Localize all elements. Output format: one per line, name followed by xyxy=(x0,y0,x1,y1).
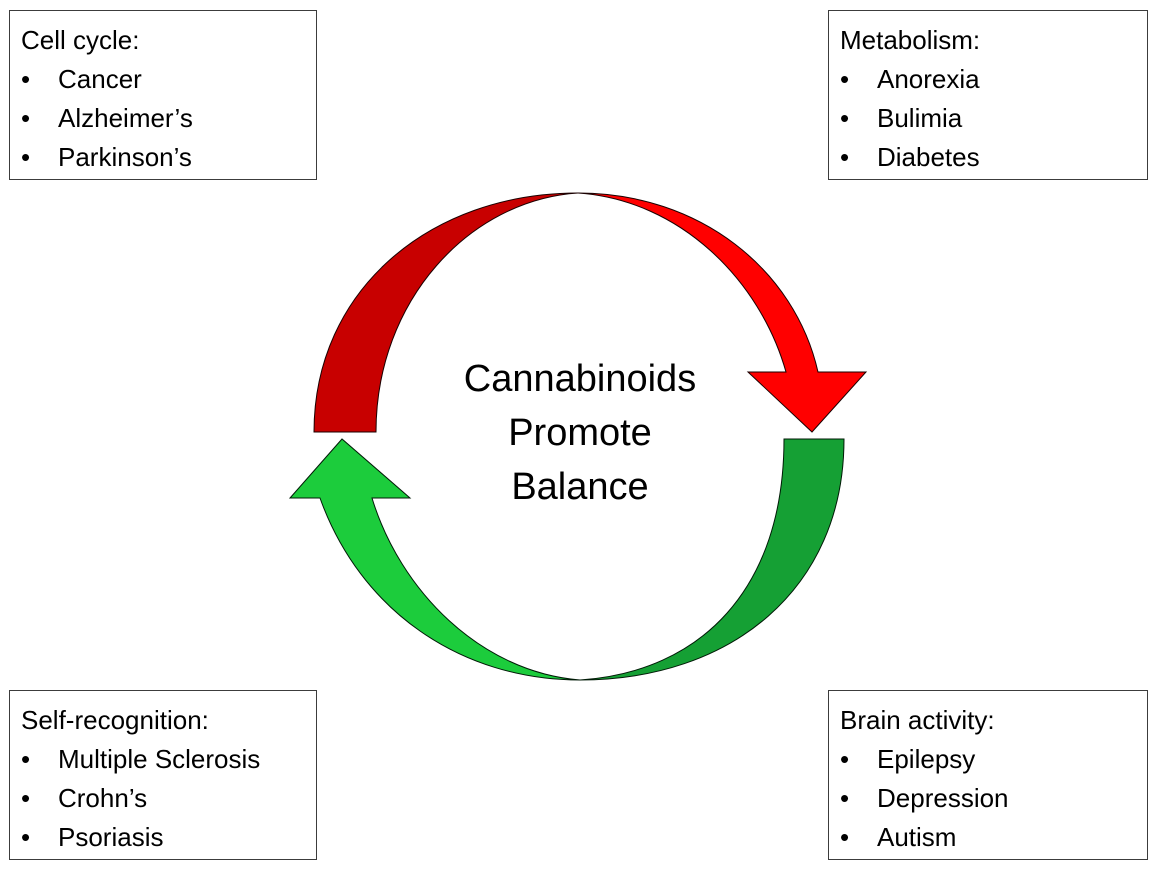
center-line-2: Promote xyxy=(508,412,652,454)
bullet-icon: • xyxy=(840,822,850,852)
bullet-icon: • xyxy=(840,783,850,813)
condition-list: • Multiple Sclerosis • Crohn’s • Psoriasis xyxy=(21,740,306,857)
list-item-text: Crohn’s xyxy=(58,783,148,813)
list-item: • Epilepsy xyxy=(840,740,1137,779)
list-item: • Anorexia xyxy=(840,60,1137,99)
list-item-text: Epilepsy xyxy=(877,744,976,774)
bullet-icon: • xyxy=(840,103,850,133)
list-item-text: Parkinson’s xyxy=(58,142,192,172)
lower-arrow-right-half xyxy=(579,438,845,681)
condition-list: • Epilepsy • Depression • Autism xyxy=(840,740,1137,857)
list-item-text: Anorexia xyxy=(877,64,980,94)
cell-cycle-box: Cell cycle: • Cancer • Alzheimer’s • Parkin… xyxy=(9,10,317,180)
center-line-1: Cannabinoids xyxy=(463,358,697,400)
bullet-icon: • xyxy=(21,822,31,852)
brain-activity-box: Brain activity: • Epilepsy • Depression • A… xyxy=(828,690,1148,860)
box-title: Metabolism: xyxy=(840,25,981,55)
box-title: Brain activity: xyxy=(840,705,995,735)
upper-arrow-right-half xyxy=(577,192,868,433)
center-label: Cannabinoids Promote Balance xyxy=(430,352,730,514)
lower-arrow-left-half xyxy=(288,438,581,681)
list-item: • Crohn’s xyxy=(21,779,306,818)
list-item-text: Diabetes xyxy=(877,142,980,172)
list-item: • Multiple Sclerosis xyxy=(21,740,306,779)
list-item-text: Cancer xyxy=(58,64,142,94)
bullet-icon: • xyxy=(840,142,850,172)
list-item: • Parkinson’s xyxy=(21,138,306,177)
list-item: • Psoriasis xyxy=(21,818,306,857)
list-item: • Cancer xyxy=(21,60,306,99)
list-item: • Depression xyxy=(840,779,1137,818)
list-item-text: Depression xyxy=(877,783,1009,813)
condition-list: • Anorexia • Bulimia • Diabetes xyxy=(840,60,1137,177)
bullet-icon: • xyxy=(21,103,31,133)
condition-list: • Cancer • Alzheimer’s • Parkinson’s xyxy=(21,60,306,177)
bullet-icon: • xyxy=(21,783,31,813)
bullet-icon: • xyxy=(21,64,31,94)
list-item-text: Psoriasis xyxy=(58,822,164,852)
box-title: Self-recognition: xyxy=(21,705,209,735)
list-item-text: Bulimia xyxy=(877,103,963,133)
bullet-icon: • xyxy=(21,142,31,172)
list-item: • Bulimia xyxy=(840,99,1137,138)
center-line-3: Balance xyxy=(511,466,649,508)
list-item: • Alzheimer’s xyxy=(21,99,306,138)
list-item-text: Multiple Sclerosis xyxy=(58,744,261,774)
upper-arrow-left-half xyxy=(313,192,579,433)
list-item-text: Autism xyxy=(877,822,957,852)
list-item: • Diabetes xyxy=(840,138,1137,177)
box-title: Cell cycle: xyxy=(21,25,140,55)
bullet-icon: • xyxy=(840,744,850,774)
bullet-icon: • xyxy=(840,64,850,94)
list-item-text: Alzheimer’s xyxy=(58,103,193,133)
metabolism-box: Metabolism: • Anorexia • Bulimia • Diabetes xyxy=(828,10,1148,180)
bullet-icon: • xyxy=(21,744,31,774)
self-recognition-box: Self-recognition: • Multiple Sclerosis • C… xyxy=(9,690,317,860)
list-item: • Autism xyxy=(840,818,1137,857)
